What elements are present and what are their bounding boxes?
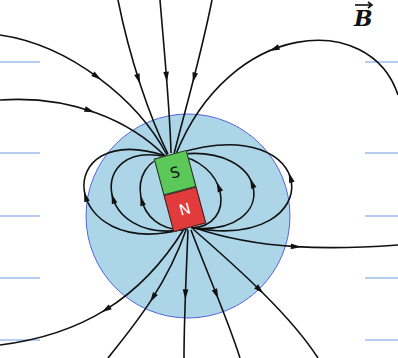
arrowhead bbox=[217, 182, 223, 193]
arrowhead bbox=[84, 192, 90, 203]
arrowhead bbox=[270, 44, 281, 50]
vector-arrow-shaft bbox=[355, 4, 372, 6]
pole-letter: N bbox=[178, 201, 193, 218]
ruled-line bbox=[0, 278, 40, 279]
notebook-lines bbox=[0, 62, 398, 340]
field-line bbox=[193, 229, 318, 358]
field-line bbox=[176, 40, 398, 154]
field-line bbox=[195, 228, 398, 248]
arrowhead bbox=[254, 284, 263, 293]
arrowhead bbox=[291, 244, 301, 250]
arrowhead bbox=[183, 289, 189, 299]
arrowhead bbox=[112, 194, 118, 205]
ruled-line bbox=[365, 216, 398, 217]
field-line bbox=[174, 0, 212, 154]
field-line bbox=[108, 230, 186, 358]
ruled-line bbox=[365, 62, 398, 63]
pole-letter: S bbox=[169, 164, 182, 181]
field-line bbox=[0, 35, 167, 155]
ruled-line bbox=[0, 62, 40, 63]
field-symbol: B bbox=[354, 7, 373, 29]
field-line bbox=[160, 0, 171, 153]
ruled-line bbox=[0, 153, 40, 154]
field-region bbox=[86, 114, 290, 318]
field-line bbox=[0, 229, 184, 345]
arrowhead bbox=[91, 71, 101, 79]
arrowhead bbox=[289, 173, 295, 184]
ruled-line bbox=[365, 153, 398, 154]
arrowhead bbox=[212, 288, 218, 299]
arrowhead bbox=[140, 196, 145, 207]
arrowhead bbox=[134, 73, 140, 84]
field-arrowheads bbox=[84, 44, 301, 312]
arrowhead bbox=[102, 305, 112, 313]
arrowhead bbox=[163, 72, 169, 82]
arrowhead bbox=[250, 179, 256, 190]
ruled-line bbox=[0, 216, 40, 217]
field-line bbox=[0, 99, 166, 157]
arrowhead bbox=[193, 72, 198, 83]
field-line bbox=[118, 0, 168, 154]
arrowhead bbox=[150, 292, 158, 302]
arrowhead bbox=[84, 106, 95, 112]
ruled-line bbox=[365, 278, 398, 279]
ruled-line bbox=[365, 340, 398, 341]
